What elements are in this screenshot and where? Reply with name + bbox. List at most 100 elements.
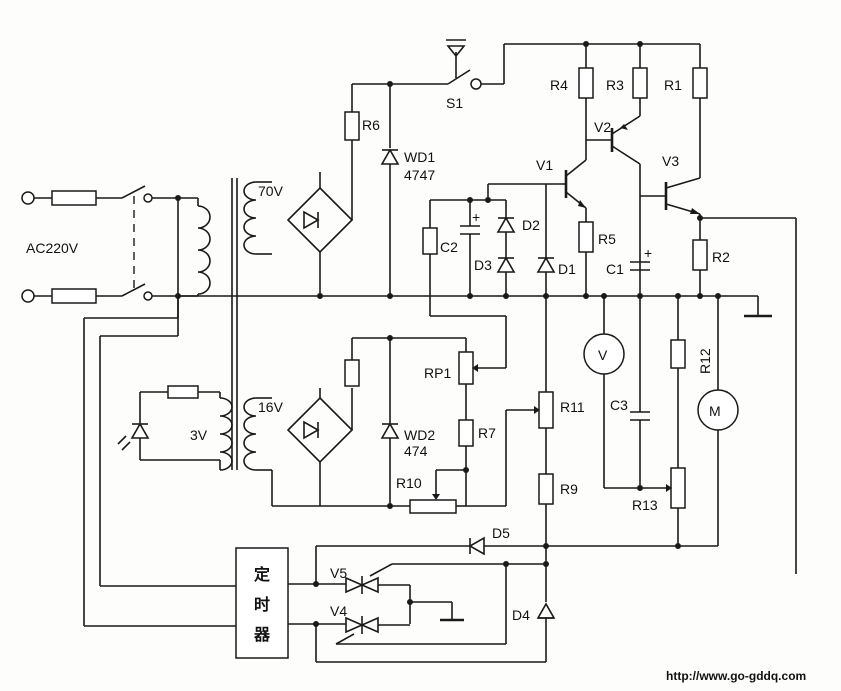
secondary-16v: 16V WD2 474 bbox=[243, 335, 466, 509]
top-resistors: R4 R3 R1 bbox=[550, 44, 708, 178]
meter-section: V C3 R12 R13 M bbox=[546, 296, 739, 549]
d5-label: D5 bbox=[492, 525, 510, 541]
resistor-16v-branch bbox=[344, 359, 360, 387]
d3-label: D3 bbox=[474, 257, 492, 273]
r4-label: R4 bbox=[550, 77, 568, 93]
potentiometer-r10 bbox=[409, 499, 457, 514]
potentiometer-rp1 bbox=[458, 351, 474, 385]
resistor-r2 bbox=[692, 239, 708, 271]
d2-label: D2 bbox=[522, 217, 540, 233]
resistor-r7 bbox=[458, 419, 474, 447]
r6-wd1-branch: R6 WD1 4747 bbox=[344, 81, 448, 296]
diode-d4 bbox=[536, 602, 556, 619]
c1-polarity: + bbox=[644, 245, 652, 261]
fuse-bottom bbox=[51, 288, 97, 304]
bridge-16v bbox=[286, 396, 354, 464]
d4-label: D4 bbox=[512, 607, 530, 623]
motor-label: M bbox=[709, 403, 721, 419]
diode-d5-branch: D5 bbox=[315, 525, 546, 566]
transistor-v1: V1 bbox=[536, 148, 587, 222]
resistor-r4 bbox=[578, 67, 594, 99]
fuse-top bbox=[51, 190, 97, 206]
watermark-url: http://www.go-gddq.com bbox=[666, 669, 806, 683]
r1-label: R1 bbox=[664, 77, 682, 93]
resistor-c2-left bbox=[422, 227, 438, 255]
transistor-v3: V3 bbox=[640, 153, 701, 240]
r7-label: R7 bbox=[478, 425, 496, 441]
potentiometer-r13 bbox=[670, 467, 686, 509]
70v-label: 70V bbox=[258, 183, 284, 199]
diode-d2 bbox=[496, 216, 516, 233]
r13-label: R13 bbox=[632, 497, 658, 513]
timer-block: 定 时 器 bbox=[235, 547, 289, 659]
rail-junctions bbox=[317, 293, 721, 299]
diode-d4-branch: D4 bbox=[512, 602, 556, 662]
triac-section: V5 V4 bbox=[288, 561, 546, 663]
zener-wd1 bbox=[380, 148, 400, 165]
ac-input: AC220V bbox=[21, 185, 198, 304]
triac-v5 bbox=[345, 576, 364, 594]
v4-label: V4 bbox=[330, 603, 347, 619]
c3-label: C3 bbox=[610, 397, 628, 413]
resistor-r5 bbox=[578, 221, 594, 253]
led-indicator bbox=[130, 422, 150, 439]
resistor-r12 bbox=[670, 339, 686, 369]
rp1-r7-r10: RP1 R7 R10 bbox=[396, 338, 496, 514]
diode-d3 bbox=[496, 256, 516, 273]
ac220v-label: AC220V bbox=[26, 240, 79, 256]
capacitor-c1: + C1 bbox=[606, 245, 652, 277]
resistor-r1 bbox=[692, 67, 708, 99]
c1-label: C1 bbox=[606, 261, 624, 277]
secondary-70v: 70V bbox=[243, 140, 354, 296]
zener-wd2 bbox=[380, 422, 400, 439]
resistor-led bbox=[167, 385, 199, 399]
16v-label: 16V bbox=[258, 399, 284, 415]
timer-box bbox=[235, 547, 289, 659]
v1-label: V1 bbox=[536, 157, 553, 173]
main-switch-top bbox=[121, 185, 146, 199]
voltmeter-label: V bbox=[598, 347, 608, 363]
v3-label: V3 bbox=[662, 153, 679, 169]
v2-label: V2 bbox=[594, 119, 611, 135]
r11-r9-column: R11 R9 bbox=[466, 296, 585, 602]
wd1-part-label: 4747 bbox=[404, 167, 435, 183]
c2-label: C2 bbox=[440, 239, 458, 255]
triac-v4 bbox=[345, 616, 364, 634]
switch-s1: S1 bbox=[446, 39, 505, 111]
3v-label: 3V bbox=[190, 427, 208, 443]
transistor-v2: V2 bbox=[586, 115, 641, 296]
r11-label: R11 bbox=[560, 399, 585, 415]
resistor-r3 bbox=[632, 67, 648, 99]
resistor-r6 bbox=[344, 111, 360, 141]
resistor-r9 bbox=[538, 473, 554, 505]
v5-label: V5 bbox=[330, 565, 347, 581]
r3-label: R3 bbox=[606, 77, 624, 93]
s1-label: S1 bbox=[446, 95, 463, 111]
timer-char-3: 器 bbox=[253, 625, 271, 644]
diode-d5 bbox=[468, 536, 485, 556]
d1-label: D1 bbox=[558, 261, 576, 277]
main-switch-bottom bbox=[121, 283, 146, 297]
potentiometer-r11 bbox=[538, 391, 554, 429]
r10-label: R10 bbox=[396, 475, 422, 491]
c2-polarity: + bbox=[472, 209, 480, 225]
timer-char-2: 时 bbox=[254, 595, 270, 614]
timer-char-1: 定 bbox=[253, 565, 270, 584]
wd2-part-label: 474 bbox=[404, 443, 428, 459]
r6-label: R6 bbox=[362, 117, 380, 133]
r5-label: R5 bbox=[598, 231, 616, 247]
wd2-label: WD2 bbox=[404, 427, 435, 443]
timer-feed-wires bbox=[83, 198, 236, 627]
r12-label: R12 bbox=[697, 348, 713, 374]
wd1-label: WD1 bbox=[404, 149, 435, 165]
bridge-70v bbox=[286, 186, 354, 254]
r9-label: R9 bbox=[560, 481, 578, 497]
transformer-primary bbox=[175, 178, 238, 470]
r2-label: R2 bbox=[712, 249, 730, 265]
filter-network: + C2 D2 D3 D1 bbox=[422, 183, 576, 369]
ac-terminal-bottom bbox=[21, 289, 35, 303]
rp1-label: RP1 bbox=[424, 365, 451, 381]
diode-d1 bbox=[536, 256, 556, 273]
